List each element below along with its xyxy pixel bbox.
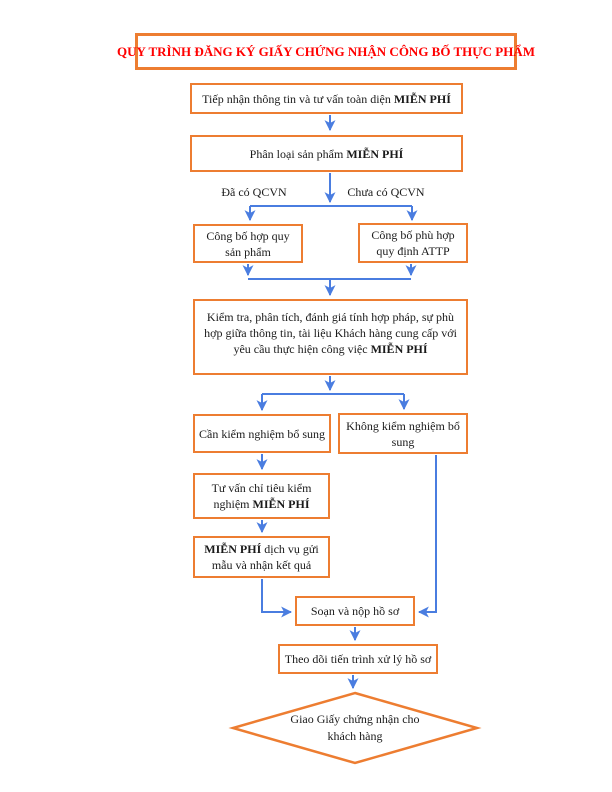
branch-label-text: Chưa có QCVN [347, 185, 425, 199]
flow-node-prepare-submit-dossier: Soạn và nộp hồ sơ [295, 596, 415, 626]
flow-node-deliver-certificate: Giao Giấy chứng nhận cho khách hàng [280, 711, 430, 745]
node-text: Tiếp nhận thông tin và tư vấn toàn diện … [202, 91, 451, 107]
node-text: Kiểm tra, phân tích, đánh giá tính hợp p… [203, 309, 458, 357]
node-text-emphasis: MIỄN PHÍ [370, 342, 428, 356]
arrow-freeservice-to-submit [261, 579, 293, 618]
node-text-normal: dịch vụ gửi mẫu và nhận kết quả [211, 542, 319, 572]
node-text: MIỄN PHÍ dịch vụ gửi mẫu và nhận kết quả [199, 541, 324, 573]
page-title-text: QUY TRÌNH ĐĂNG KÝ GIẤY CHỨNG NHẬN CÔNG B… [117, 43, 535, 59]
flow-node-attp-declaration: Công bố phù hợp quy định ATTP [358, 223, 468, 263]
page-title: QUY TRÌNH ĐĂNG KÝ GIẤY CHỨNG NHẬN CÔNG B… [117, 33, 535, 70]
flow-node-classify-product: Phân loại sản phẩm MIỄN PHÍ [190, 135, 463, 172]
node-text-emphasis: MIỄN PHÍ [252, 497, 310, 511]
node-text-emphasis: MIỄN PHÍ [204, 542, 262, 556]
node-text-normal: Tiếp nhận thông tin và tư vấn toàn diện [202, 91, 391, 106]
flow-node-review-documents: Kiểm tra, phân tích, đánh giá tính hợp p… [193, 299, 468, 375]
node-text-emphasis: MIỄN PHÍ [346, 146, 404, 161]
node-text: Công bố hợp quy sản phẩm [206, 228, 290, 259]
deliver-diamond-shape [228, 691, 482, 765]
node-text: Công bố phù hợp quy định ATTP [371, 228, 455, 258]
node-text: Giao Giấy chứng nhận cho khách hàng [290, 712, 420, 743]
flow-node-conformity-declaration: Công bố hợp quy sản phẩm [193, 224, 303, 263]
node-text: Tư vấn chỉ tiêu kiểm nghiệm MIỄN PHÍ [199, 480, 324, 512]
node-text: Cần kiểm nghiệm bổ sung [199, 426, 325, 441]
node-text: Theo dõi tiến trình xử lý hồ sơ [284, 652, 432, 666]
node-text-emphasis: MIỄN PHÍ [393, 91, 451, 106]
flow-node-no-additional-testing: Không kiểm nghiệm bổ sung [338, 413, 468, 454]
node-text-normal: Kiểm tra, phân tích, đánh giá tính hợp p… [204, 310, 457, 356]
flow-node-receive-info: Tiếp nhận thông tin và tư vấn toàn diện … [190, 83, 463, 114]
flow-node-need-additional-testing: Cần kiểm nghiệm bổ sung [193, 414, 331, 453]
flow-node-free-sample-service: MIỄN PHÍ dịch vụ gửi mẫu và nhận kết quả [193, 536, 330, 578]
node-text-normal: Tư vấn chỉ tiêu kiểm nghiệm [211, 481, 312, 511]
node-text: Không kiểm nghiệm bổ sung [346, 418, 460, 449]
branch-label-has-qcvn: Đã có QCVN [199, 185, 309, 200]
node-text: Soạn và nộp hồ sơ [310, 604, 400, 618]
branch-label-no-qcvn: Chưa có QCVN [331, 185, 441, 200]
node-text: Phân loại sản phẩm MIỄN PHÍ [250, 146, 404, 162]
flow-node-testing-criteria-advice: Tư vấn chỉ tiêu kiểm nghiệm MIỄN PHÍ [193, 473, 330, 519]
branch-label-text: Đã có QCVN [221, 185, 287, 199]
node-text-normal: Phân loại sản phẩm [249, 146, 344, 161]
flow-node-track-processing: Theo dõi tiến trình xử lý hồ sơ [278, 644, 438, 674]
arrow-notest-to-submit [417, 455, 437, 618]
